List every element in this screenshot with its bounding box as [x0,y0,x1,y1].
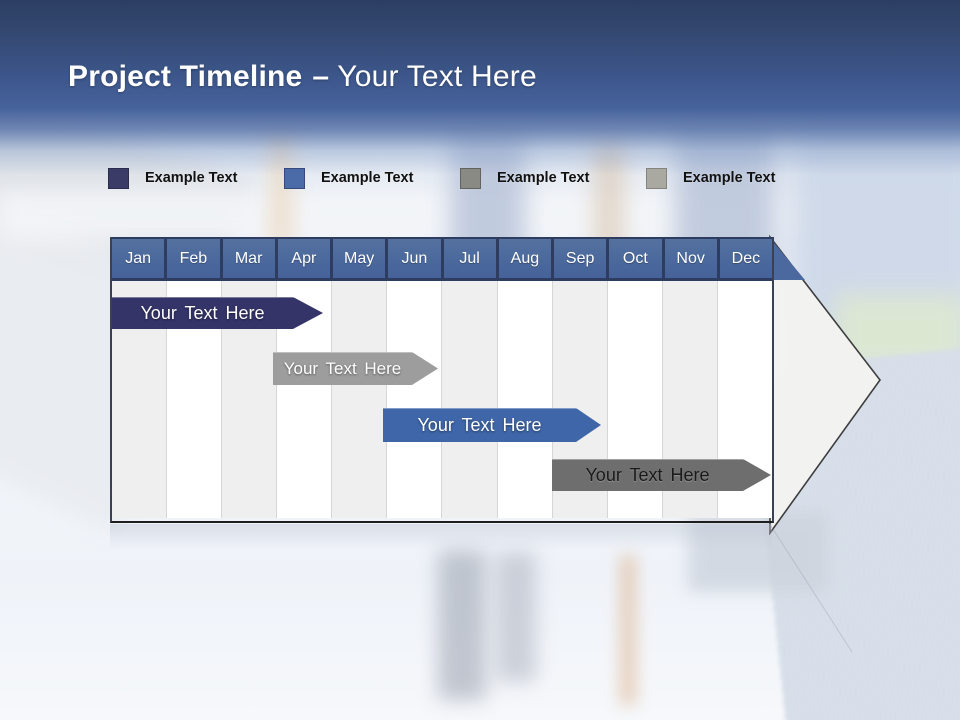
legend-label: Example Text [497,170,590,186]
month-cell: Aug [498,239,554,278]
timeline-bar-label: Your Text Here [140,302,265,323]
legend-swatch [460,167,481,189]
month-cell: Apr [277,239,333,278]
month-cell: Mar [222,239,278,278]
timeline-bar-label: Your Text Here [283,358,402,378]
legend-label: Example Text [683,170,776,186]
timeline-column [332,281,388,518]
legend-item[interactable]: Example Text [646,166,775,190]
month-cell: Sep [554,239,610,278]
timeline-bar[interactable]: Your Text Here [112,297,323,329]
month-cell: May [333,239,389,278]
month-cell: Oct [609,239,665,278]
slide-title[interactable]: Project Timeline–Your Text Here [68,60,537,94]
title-banner [0,0,960,175]
photo-blob [496,552,536,682]
legend-label: Example Text [321,170,414,186]
legend-item[interactable]: Example Text [108,166,237,190]
month-cell: Jul [443,239,499,278]
timeline-column [497,281,553,518]
month-cell: Jun [388,239,444,278]
month-cell: Feb [167,239,223,278]
title-dash: – [312,60,330,93]
timeline-bar[interactable]: Your Text Here [552,459,771,491]
month-cell: Jan [112,239,168,278]
timeline-bar[interactable]: Your Text Here [273,352,438,385]
photo-blob [438,550,486,700]
month-cell: Nov [664,239,720,278]
legend-swatch [108,167,129,189]
legend: Example Text Example Text Example Text Exam… [0,166,960,194]
legend-swatch [646,167,667,189]
legend-swatch [284,167,305,189]
title-emphasis: Project Timeline [68,60,303,93]
legend-item[interactable]: Example Text [284,166,413,190]
timeline-bar-label: Your Text Here [585,464,710,485]
timeline-bar[interactable]: Your Text Here [383,408,601,442]
timeline-column [442,281,498,518]
photo-blob [620,555,636,705]
legend-label: Example Text [145,170,238,186]
timeline-bar-label: Your Text Here [417,414,542,435]
month-cell: Dec [719,239,772,278]
title-subtitle: Your Text Here [337,60,537,93]
legend-item[interactable]: Example Text [460,166,589,190]
timeline-column [387,281,443,518]
table-reflection [110,524,772,550]
